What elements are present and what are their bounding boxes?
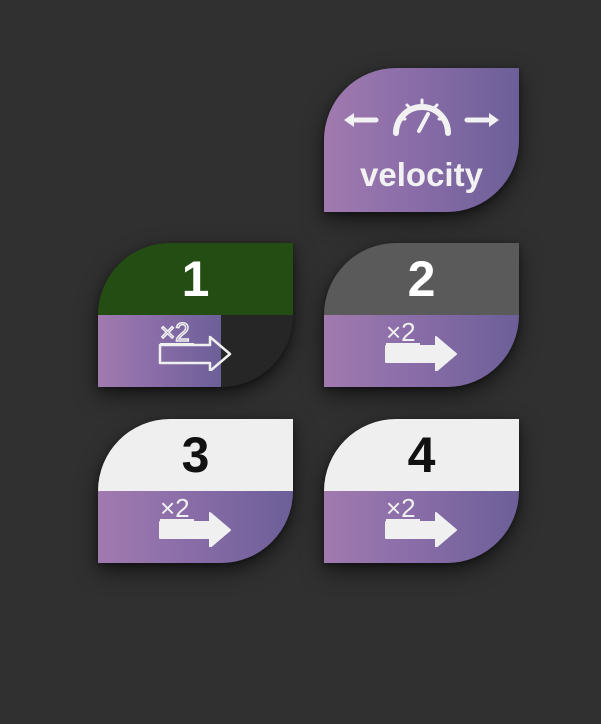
tile-progress: ×2: [98, 315, 293, 387]
speed-tile-3[interactable]: 3 ×2: [98, 419, 293, 563]
tile-action: ×2: [324, 315, 519, 387]
multiplier-text: ×2: [160, 319, 190, 347]
tile-number: 3: [98, 419, 293, 491]
tile-action: ×2: [98, 491, 293, 563]
double-speed-arrow-icon: ×2: [159, 495, 231, 547]
double-speed-arrow-icon: ×2: [385, 319, 457, 371]
tile-action: ×2: [324, 491, 519, 563]
double-speed-arrow-icon: ×2: [385, 495, 457, 547]
arrow-right-icon: [464, 113, 499, 127]
velocity-icons: [344, 98, 499, 136]
speed-tile-4[interactable]: 4 ×2: [324, 419, 519, 563]
multiplier-text: ×2: [386, 319, 416, 347]
multiplier-text: ×2: [160, 495, 190, 523]
multiplier-text: ×2: [386, 495, 416, 523]
velocity-label: velocity: [360, 156, 483, 193]
tile-number: 2: [324, 243, 519, 315]
progress-remaining: [220, 315, 293, 387]
double-speed-arrow-icon: ×2: [158, 319, 232, 371]
tile-number: 4: [324, 419, 519, 491]
speedometer-icon: [393, 98, 451, 136]
arrow-left-icon: [344, 113, 379, 127]
speed-tile-2[interactable]: 2 ×2: [324, 243, 519, 387]
speed-tile-1[interactable]: 1 ×2: [98, 243, 293, 387]
tile-number: 1: [98, 243, 293, 315]
velocity-tile[interactable]: velocity: [324, 68, 519, 212]
